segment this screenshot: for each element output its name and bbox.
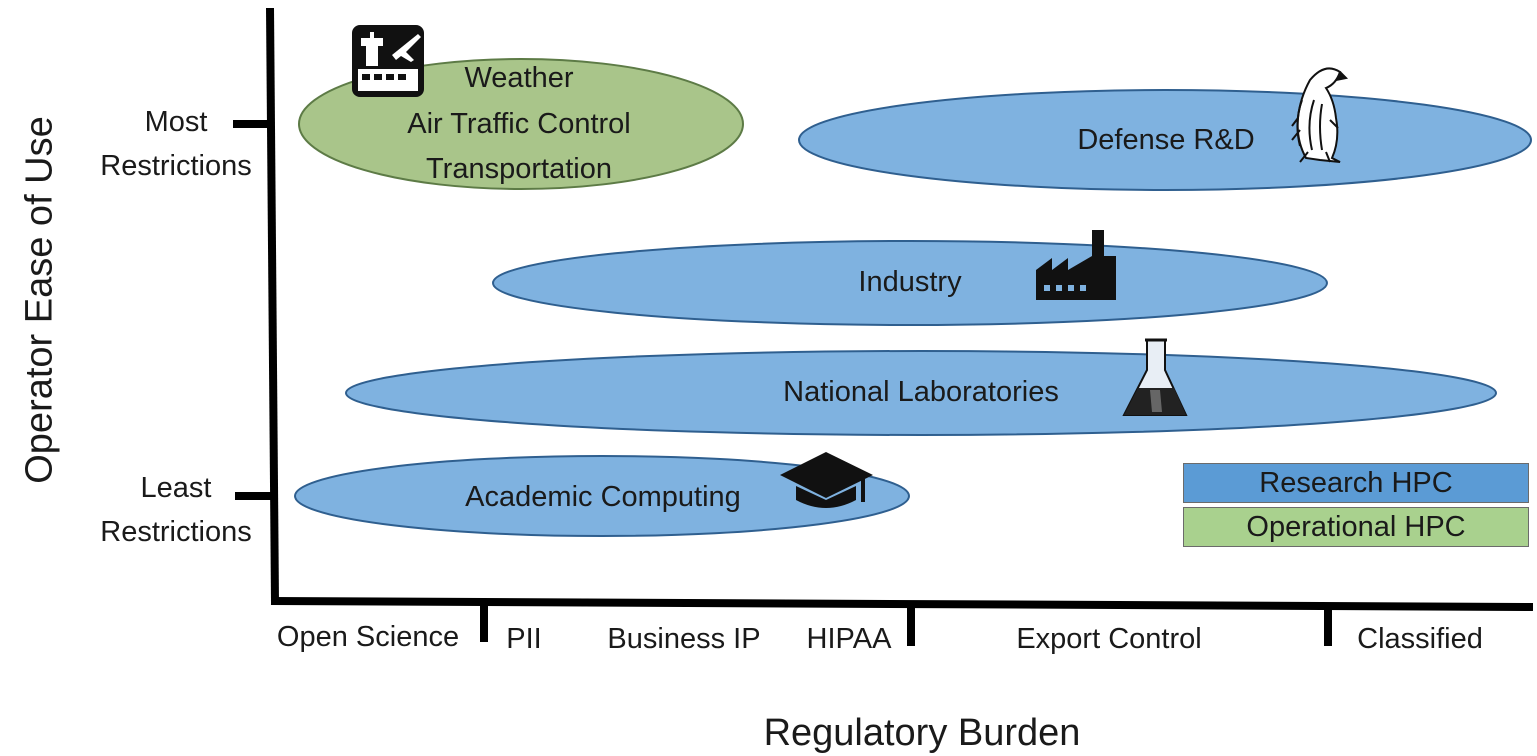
legend-research-hpc: Research HPC (1183, 463, 1529, 503)
airport-tower-airplane-icon (352, 25, 424, 97)
y-axis-line (266, 7, 279, 604)
y-label-most-line2: Restrictions (100, 150, 252, 182)
eagle-icon (1291, 67, 1349, 163)
y-label-least-line1: Least (140, 472, 212, 504)
region-national-labs-ellipse (345, 350, 1497, 436)
region-academic-ellipse (294, 455, 910, 537)
y-axis-title: Operator Ease of Use (18, 116, 61, 484)
x-axis-title: Regulatory Burden (763, 712, 1081, 754)
region-industry-label: Industry (858, 266, 962, 298)
x-category-open-science: Open Science (276, 621, 460, 653)
region-national-labs-label: National Laboratories (783, 376, 1059, 408)
flask-icon (1122, 338, 1188, 416)
x-category-business-ip: Business IP (607, 623, 761, 655)
region-defense-ellipse (798, 89, 1532, 191)
graduation-cap-icon (780, 452, 873, 508)
y-label-most-line1: Most (144, 106, 208, 138)
region-academic-label: Academic Computing (465, 481, 741, 513)
x-category-classified: Classified (1357, 623, 1483, 655)
x-category-hipaa: HIPAA (806, 623, 892, 655)
y-label-least-line2: Restrictions (100, 516, 252, 548)
legend-operational-hpc: Operational HPC (1183, 507, 1529, 547)
y-label-most: Most Restrictions (88, 100, 264, 188)
x-category-export-control: Export Control (1016, 623, 1202, 655)
region-defense-label: Defense R&D (1077, 124, 1255, 156)
region-weather-line2: Air Traffic Control (407, 108, 631, 140)
region-industry-ellipse (492, 240, 1328, 326)
y-label-least: Least Restrictions (88, 466, 264, 554)
x-axis-line (270, 597, 1534, 611)
region-weather-line1: Weather (464, 62, 574, 94)
x-category-pii: PII (506, 623, 542, 655)
factory-icon (1036, 230, 1116, 300)
region-weather-line3: Transportation (426, 153, 612, 185)
